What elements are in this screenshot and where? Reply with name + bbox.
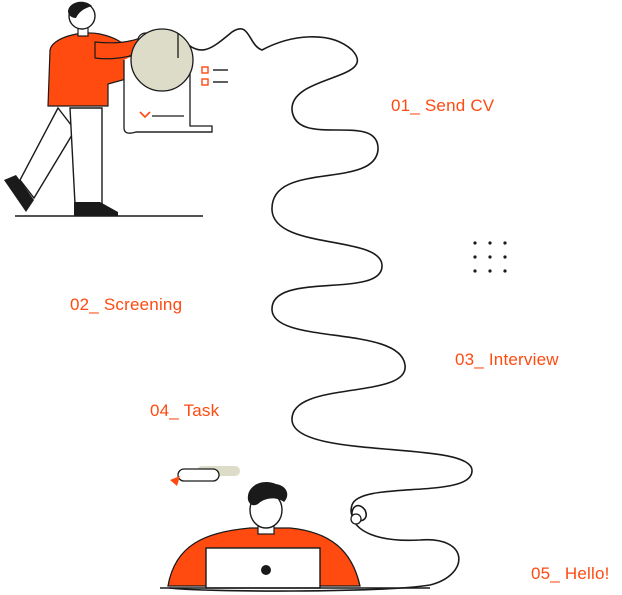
- checklist-icon: [201, 66, 228, 86]
- person-with-cv-illustration: [4, 1, 213, 217]
- step-hello: 05_ Hello!: [531, 564, 610, 583]
- chat-bubble-icon: [170, 466, 240, 486]
- step-interview: 03_ Interview: [455, 350, 559, 369]
- dot-grid-icon: [473, 241, 507, 273]
- path-node-icon: [350, 513, 362, 525]
- person-at-laptop-illustration: [160, 481, 430, 589]
- step-send-cv: 01_ Send CV: [391, 96, 495, 115]
- step-task: 04_ Task: [150, 401, 220, 420]
- step-screening: 02_ Screening: [70, 295, 183, 314]
